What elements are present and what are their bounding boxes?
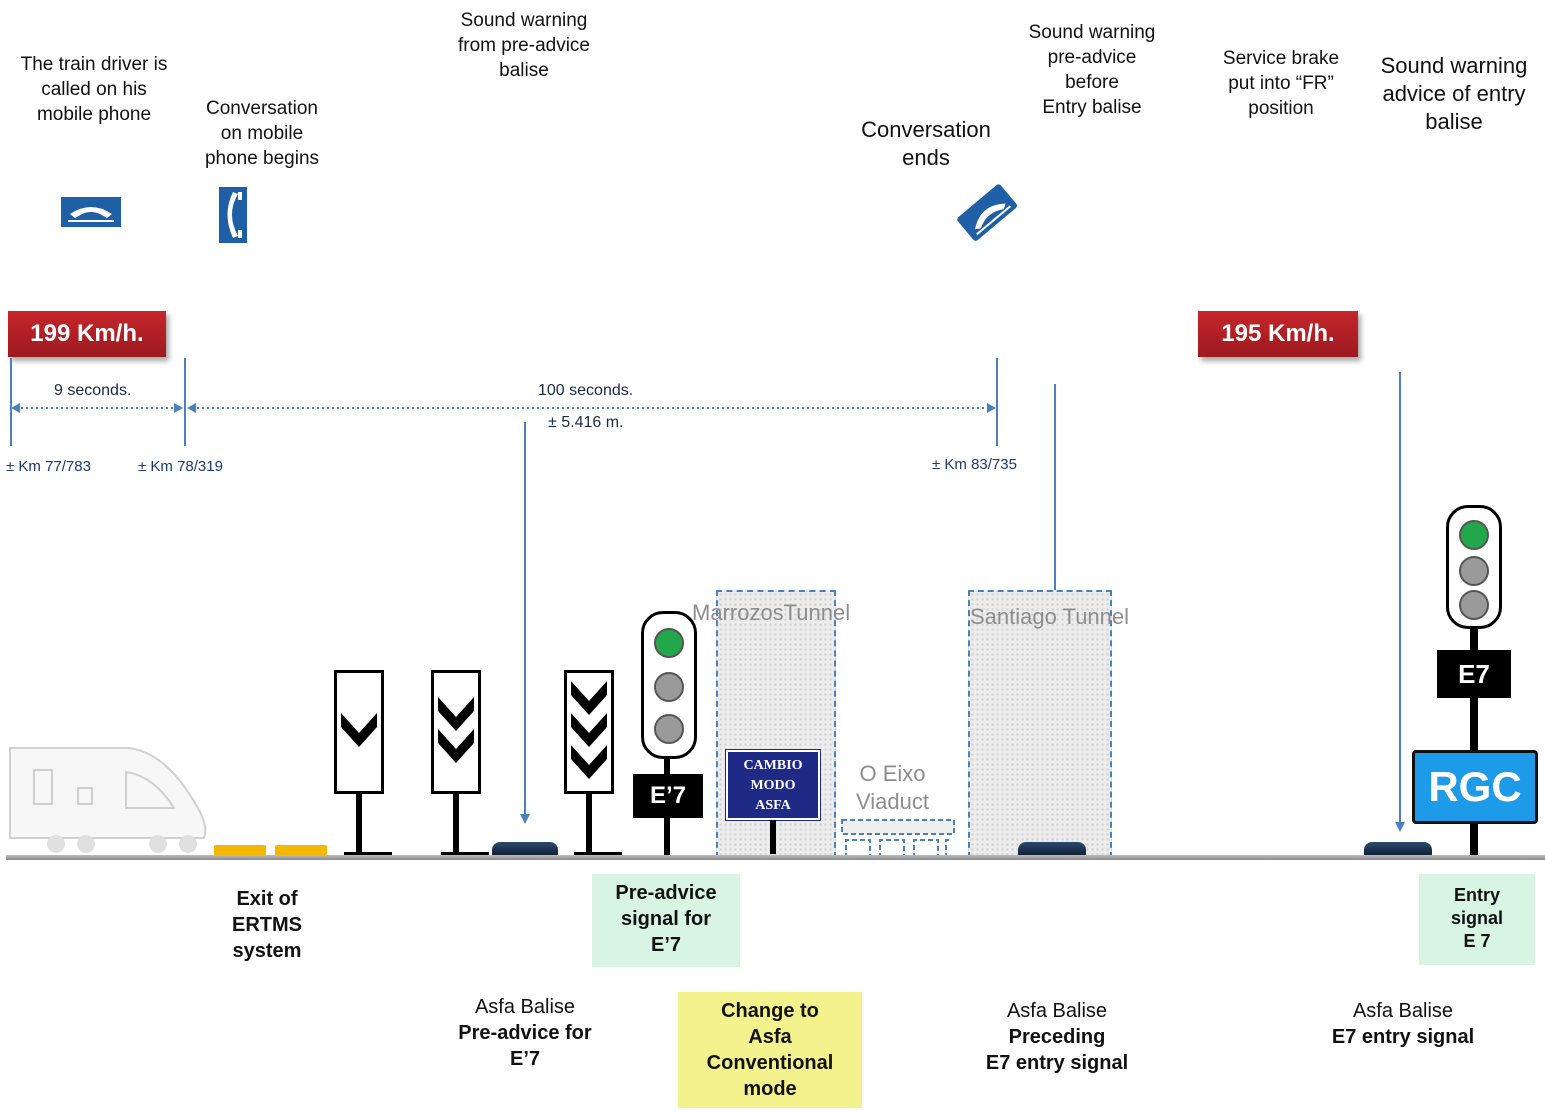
timeline-lines: [10, 358, 1405, 844]
o-eixo-viaduct: [841, 819, 955, 858]
countdown-board-3: [564, 670, 614, 794]
balise-preceding-label: Asfa Balise Preceding E7 entry signal: [966, 998, 1148, 1076]
event-conversation-begins: Conversation on mobile phone begins: [204, 98, 320, 169]
asfa-balise-preadvice: [492, 842, 558, 856]
preadvice-plate: E’7: [633, 774, 703, 818]
countdown-post-1: [356, 794, 362, 856]
entry-plate: E7: [1437, 650, 1511, 698]
santiago-tunnel-label: Santiago Tunnel: [970, 604, 1130, 629]
train-icon: [9, 747, 207, 853]
km-marker-1: ± Km 77/783: [6, 458, 91, 475]
signal-lamp-off: [1459, 556, 1489, 586]
balise-entry-body: E7 entry signal: [1331, 1026, 1475, 1048]
phone-talking-icon: [219, 187, 247, 243]
balise-entry-title: Asfa Balise: [1352, 1000, 1454, 1022]
interval-100-seconds: 100 seconds.: [538, 382, 634, 399]
signal-lamp-off: [1459, 590, 1489, 620]
interval-9-seconds: 9 seconds.: [54, 382, 132, 399]
speed-badge-end: 195 Km/h.: [1198, 311, 1358, 357]
countdown-board-1: [334, 670, 384, 794]
interval-distance: ± 5.416 m.: [548, 414, 624, 431]
preadvice-signal-label: Pre-advice signal for E’7: [592, 874, 740, 967]
cambio-line-1: CAMBIO: [743, 758, 803, 773]
event-driver-called: The train driver is called on his mobile…: [20, 54, 168, 125]
cambio-line-2: MODO: [750, 778, 796, 793]
cambio-modo-asfa-sign: CAMBIO MODO ASFA: [725, 749, 821, 821]
change-mode-label: Change to Asfa Conventional mode: [678, 992, 862, 1108]
balise-preadvice-body: Pre-advice for E’7: [458, 1022, 592, 1070]
marrozos-tunnel-label: MarrozosTunnel: [692, 600, 851, 625]
track: [6, 855, 1545, 860]
event-service-brake: Service brake put into “FR” position: [1222, 48, 1340, 119]
signal-lamp-green: [1459, 520, 1489, 550]
event-conversation-ends: Conversation ends: [861, 117, 991, 170]
speed-badge-start: 199 Km/h.: [8, 311, 166, 357]
phone-ended-icon: [957, 184, 1017, 241]
signal-lamp-green: [654, 628, 684, 658]
event-sound-warning-preadvice: Sound warning from pre-advice balise: [458, 10, 590, 81]
phone-hung-up-icon: [61, 197, 121, 227]
entry-signal-post: [1470, 628, 1478, 858]
signal-lamp-off: [654, 714, 684, 744]
event-sound-warning-entry: Sound warning advice of entry balise: [1380, 53, 1528, 134]
balise-entry-label: Asfa Balise E7 entry signal: [1318, 998, 1488, 1050]
entry-signal-label: Entry signal E 7: [1419, 874, 1535, 965]
signal-lamp-off: [654, 672, 684, 702]
balise-preceding-title: Asfa Balise: [1006, 1000, 1108, 1022]
countdown-post-2: [453, 794, 459, 856]
countdown-post-3: [586, 794, 592, 856]
km-marker-2: ± Km 78/319: [138, 458, 223, 475]
asfa-balise-entry: [1364, 842, 1432, 856]
balise-preadvice-title: Asfa Balise: [474, 996, 576, 1018]
preadvice-signal-head: [641, 611, 697, 759]
cambio-sign-post: [770, 820, 776, 854]
countdown-board-2: [431, 670, 481, 794]
viaduct-label: O Eixo Viaduct: [856, 761, 929, 814]
asfa-balise-preceding: [1018, 842, 1086, 856]
cambio-line-3: ASFA: [755, 798, 791, 813]
exit-ertms-label: Exit of ERTMS system: [232, 888, 302, 962]
balise-preceding-body: Preceding E7 entry signal: [985, 1026, 1129, 1074]
santiago-tunnel: [968, 590, 1112, 858]
km-marker-3: ± Km 83/735: [932, 456, 1017, 473]
balise-preadvice-label: Asfa Balise Pre-advice for E’7: [440, 994, 610, 1072]
event-sound-warning-before-entry: Sound warning pre-advice before Entry ba…: [1028, 22, 1156, 118]
entry-signal-head: [1446, 505, 1502, 629]
rgc-sign: RGC: [1412, 750, 1538, 824]
